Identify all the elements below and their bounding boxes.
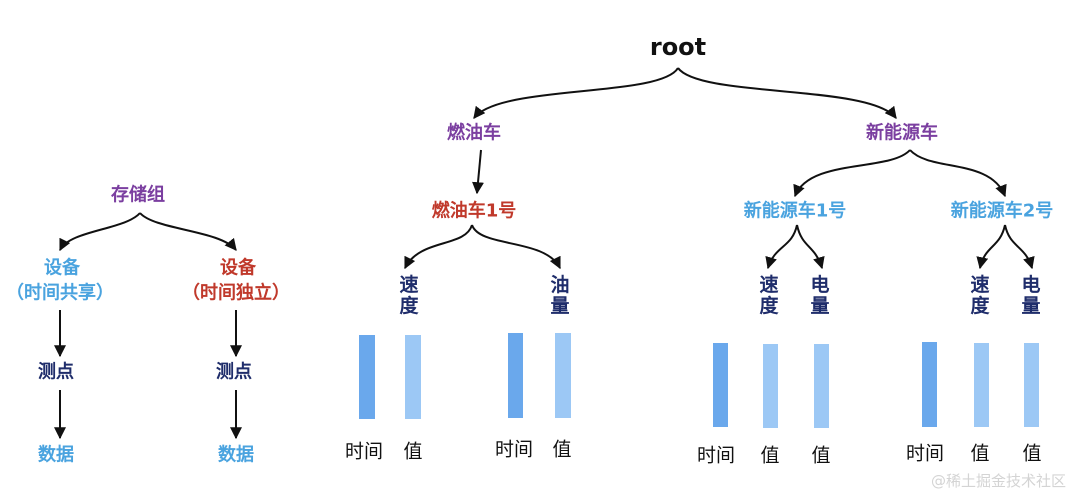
ev2-speed-value-column <box>974 343 989 427</box>
ev-car-1-node: 新能源车1号 <box>743 200 847 222</box>
ev2-power-value-column <box>1024 343 1039 427</box>
measure-point-node-b: 测点 <box>216 361 252 383</box>
ev1-time-column <box>713 343 728 427</box>
ev2-time-column <box>922 342 937 427</box>
watermark: @稀土掘金技术社区 <box>930 472 1066 490</box>
edge-root-to-ev <box>677 67 897 119</box>
ev2-time-caption: 时间 <box>905 442 945 465</box>
edge-car-to-speed <box>404 224 473 270</box>
ev1-power-value-column <box>814 344 829 428</box>
root-node: root <box>649 33 707 62</box>
ev2-speed-node: 速度 <box>970 274 990 317</box>
edge-ev-to-car1 <box>793 149 911 198</box>
edge-ev-to-car2 <box>909 149 1007 198</box>
ev2-value-caption-b: 值 <box>1022 442 1042 465</box>
edge-car2-to-speed <box>976 224 1006 270</box>
fuel-speed-node: 速度 <box>399 274 419 317</box>
edge-car1-to-power <box>796 224 825 270</box>
ev1-time-caption: 时间 <box>696 444 736 467</box>
ev1-speed-value-column <box>763 344 778 428</box>
fuel-value-caption-2: 值 <box>552 438 572 461</box>
data-node-b: 数据 <box>218 444 254 466</box>
ev2-power-node: 电量 <box>1021 274 1041 317</box>
edge-car-to-oil <box>471 224 561 270</box>
edge-car2-to-power <box>1004 224 1035 270</box>
storage-group-node: 存储组 <box>111 184 165 206</box>
device-shared-node: 设备 <box>44 257 80 279</box>
device-indep-node: 设备 <box>220 257 256 279</box>
fuel-car-node: 燃油车 <box>447 122 501 144</box>
ev1-power-node: 电量 <box>810 274 830 317</box>
data-node-a: 数据 <box>38 444 74 466</box>
device-shared-note: （时间共享） <box>6 282 114 304</box>
device-indep-note: （时间独立） <box>182 282 290 304</box>
fuel-oil-node: 油量 <box>550 274 570 317</box>
fuel-time-caption-1: 时间 <box>344 440 384 463</box>
fuel-car-1-node: 燃油车1号 <box>431 200 517 222</box>
fuel-oil-value-column <box>555 333 571 418</box>
fuel-time-column-2 <box>508 333 523 418</box>
fuel-value-caption-1: 值 <box>403 440 423 463</box>
ev1-value-caption-b: 值 <box>811 444 831 467</box>
edge-group-to-shared <box>59 212 141 252</box>
edge-root-to-fuel <box>473 67 679 119</box>
edge-car1-to-speed <box>765 224 798 270</box>
ev2-value-caption-a: 值 <box>970 442 990 465</box>
ev-node: 新能源车 <box>866 122 938 144</box>
ev-car-2-node: 新能源车2号 <box>950 200 1054 222</box>
fuel-time-caption-2: 时间 <box>494 438 534 461</box>
ev1-speed-node: 速度 <box>759 274 779 317</box>
edge-fuel-to-car <box>472 149 484 195</box>
edge-group-to-indep <box>139 212 237 251</box>
fuel-speed-value-column <box>405 335 421 419</box>
fuel-time-column-1 <box>359 335 375 419</box>
measure-point-node-a: 测点 <box>38 361 74 383</box>
ev1-value-caption-a: 值 <box>760 444 780 467</box>
